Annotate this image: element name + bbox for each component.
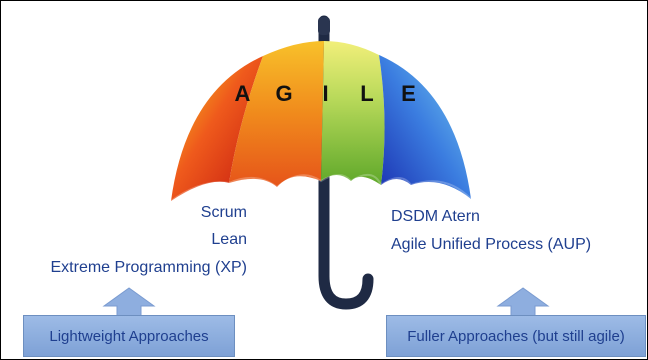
fuller-approaches-box: Fuller Approaches (but still agile) <box>386 315 646 357</box>
agile-letter-a: A <box>234 81 252 106</box>
right-item-aup: Agile Unified Process (AUP) <box>391 236 592 253</box>
right-item-dsdm: DSDM Atern <box>391 208 480 225</box>
lightweight-approaches-box: Lightweight Approaches <box>23 315 235 357</box>
lightweight-approaches-label: Lightweight Approaches <box>49 327 209 345</box>
agile-letter-e: E <box>401 81 417 106</box>
agile-letter-l: L <box>360 81 375 106</box>
agile-lettering: A G I L E <box>231 81 421 107</box>
left-item-lean: Lean <box>211 231 247 248</box>
agile-letter-g: G <box>275 81 294 106</box>
left-item-scrum: Scrum <box>200 204 247 221</box>
left-item-xp: Extreme Programming (XP) <box>50 259 248 276</box>
agile-letter-i: I <box>322 81 330 106</box>
fuller-approaches-label: Fuller Approaches (but still agile) <box>407 327 625 345</box>
